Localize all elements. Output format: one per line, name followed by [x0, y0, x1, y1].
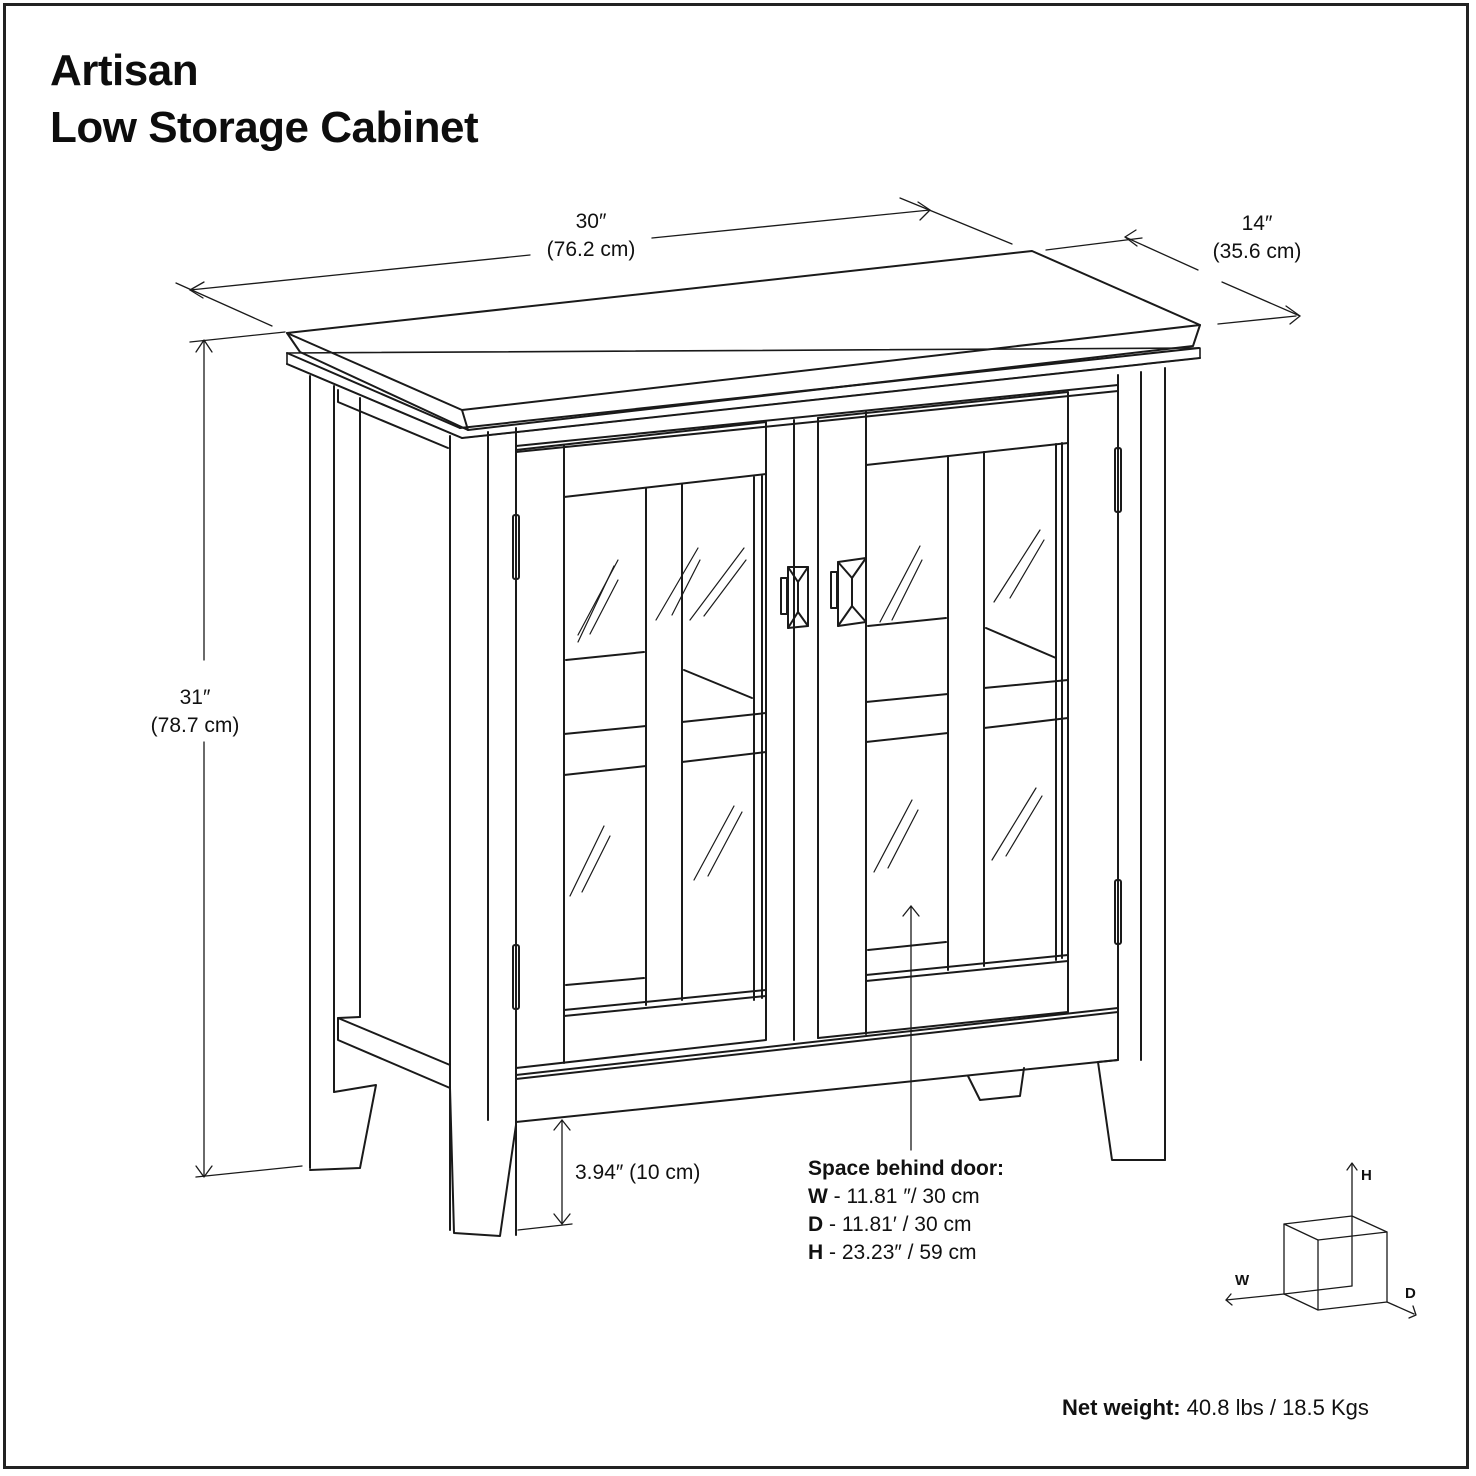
space-behind-door: Space behind door: W - 11.81 ″/ 30 cm D … — [808, 1155, 1004, 1267]
net-weight-label: Net weight: — [1062, 1395, 1181, 1420]
depth-imperial: 14″ — [1241, 212, 1273, 235]
space-row-value: - 23.23″ / 59 cm — [823, 1241, 977, 1264]
height-dimension-label: 31″ (78.7 cm) — [134, 684, 256, 740]
image-border — [3, 3, 1469, 1469]
width-dimension-label: 30″ (76.2 cm) — [530, 208, 652, 264]
space-row-width: W - 11.81 ″/ 30 cm — [808, 1183, 1004, 1211]
right-door-handle — [830, 557, 867, 627]
width-metric: (76.2 cm) — [546, 238, 636, 261]
left-door-handle — [780, 566, 809, 629]
space-row-key: D — [808, 1213, 824, 1236]
height-metric: (78.7 cm) — [150, 714, 240, 737]
axis-label-h: H — [1361, 1167, 1372, 1184]
space-row-key: W — [808, 1185, 828, 1208]
width-dimension-line — [175, 197, 1013, 327]
cabinet-top — [286, 250, 1201, 439]
axis-legend-cube — [1225, 1162, 1417, 1319]
cabinet-front-left-stile — [449, 427, 517, 1237]
depth-metric: (35.6 cm) — [1212, 240, 1302, 263]
height-imperial: 31″ — [179, 686, 211, 709]
width-imperial: 30″ — [575, 210, 607, 233]
leg-clearance-label: 3.94″ (10 cm) — [575, 1161, 701, 1184]
depth-dimension-line — [1045, 229, 1301, 325]
space-row-key: H — [808, 1241, 824, 1264]
product-title-line-1: Artisan — [50, 46, 199, 95]
space-row-value: - 11.81 ″/ 30 cm — [827, 1185, 980, 1208]
left-door — [512, 421, 767, 1069]
product-title-line-2: Low Storage Cabinet — [50, 103, 479, 152]
leg-clearance-dimension-line — [517, 1119, 573, 1231]
depth-dimension-label: 14″ (35.6 cm) — [1196, 210, 1318, 266]
net-weight: Net weight: 40.8 lbs / 18.5 Kgs — [1062, 1395, 1369, 1421]
space-row-value: - 11.81′ / 30 cm — [823, 1213, 972, 1236]
height-dimension-line — [189, 331, 303, 1178]
cabinet-left-side — [309, 375, 451, 1231]
net-weight-value: 40.8 lbs / 18.5 Kgs — [1180, 1395, 1369, 1420]
center-stiles — [793, 417, 819, 1041]
right-door — [817, 391, 1122, 1039]
space-row-height: H - 23.23″ / 59 cm — [808, 1239, 1004, 1267]
cabinet-front-frame — [515, 367, 1166, 1161]
space-behind-door-heading: Space behind door: — [808, 1157, 1005, 1180]
axis-label-d: D — [1405, 1285, 1416, 1302]
space-row-depth: D - 11.81′ / 30 cm — [808, 1211, 1004, 1239]
product-title: Artisan Low Storage Cabinet — [50, 42, 479, 156]
axis-label-w: W — [1235, 1272, 1250, 1289]
